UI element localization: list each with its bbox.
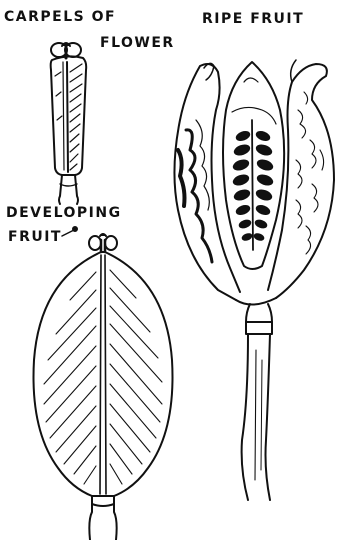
ripe-fruit-ring (246, 322, 272, 334)
developing-stigma-left (89, 236, 101, 250)
ripe-fruit-left-valve (174, 64, 240, 300)
ripe-fruit-right-valve (268, 64, 334, 298)
developing-fruit-drawing (34, 227, 173, 540)
developing-stigma-right (105, 236, 117, 250)
developing-fruit-stalk (89, 496, 116, 540)
ripe-fruit-drawing (174, 60, 334, 500)
developing-fruit-body (34, 252, 173, 496)
carpels-of-flower-drawing (51, 43, 87, 204)
carpel-stalk (59, 175, 78, 204)
